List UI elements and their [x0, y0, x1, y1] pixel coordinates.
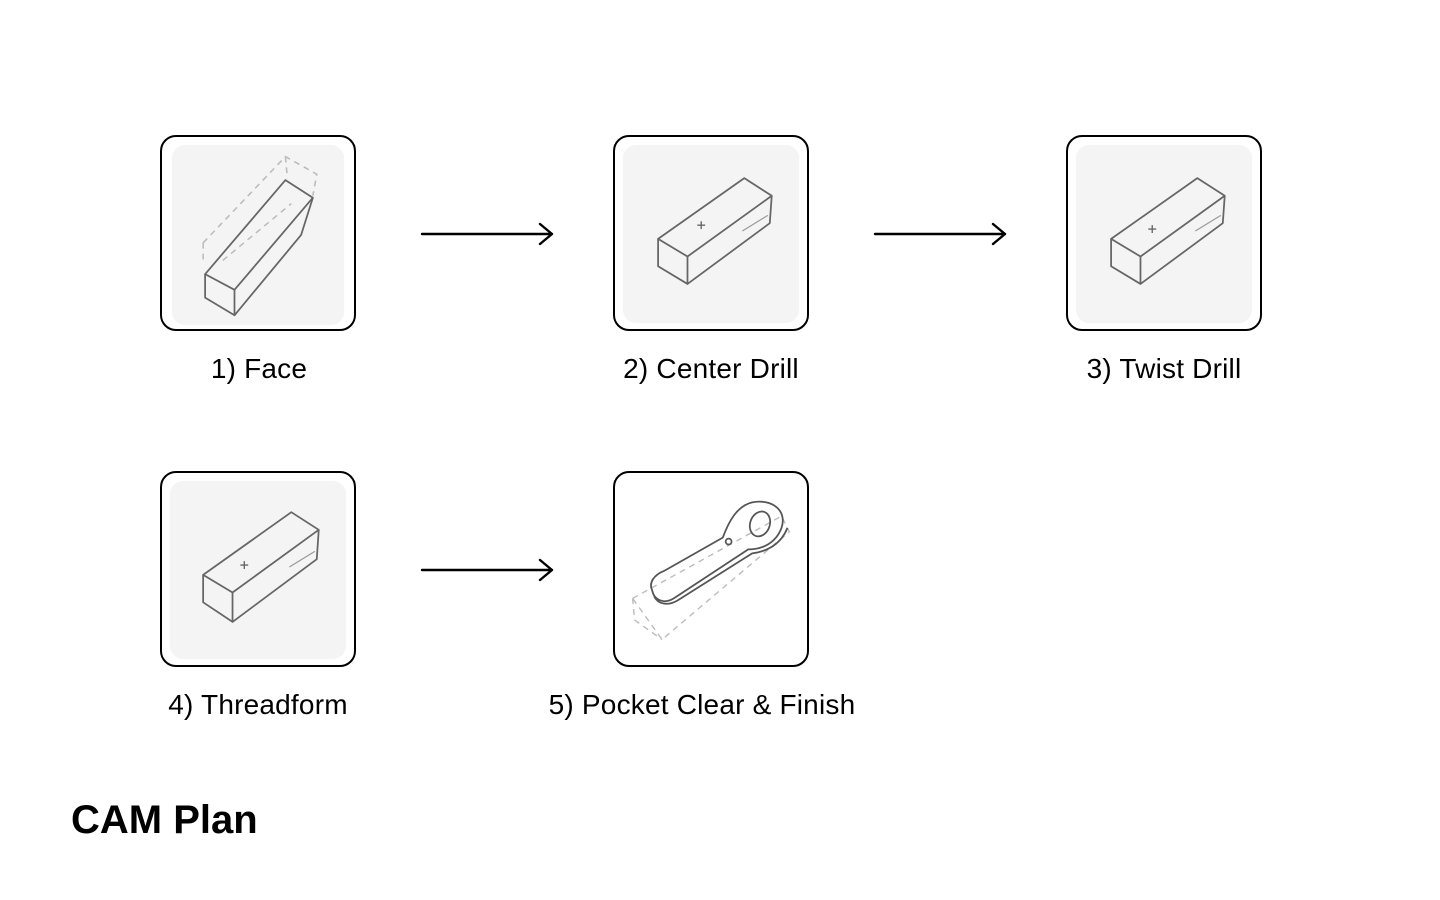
threadformed-block-sketch-icon: [169, 480, 347, 660]
arrow-right-icon: [420, 558, 556, 582]
faced-block-sketch-icon: [171, 144, 345, 326]
step-5-image: [613, 471, 809, 667]
step-4-label: 4) Threadform: [168, 689, 348, 720]
step-2-label: 2) Center Drill: [623, 353, 799, 384]
arrow-right-icon: [420, 222, 556, 246]
step-3-image: [1066, 135, 1262, 331]
twist-drilled-block-sketch-icon: [1075, 144, 1253, 324]
wrench-part-sketch-icon: [631, 500, 791, 641]
step-2-image: [613, 135, 809, 331]
step-1-image: [160, 135, 356, 331]
step-5-label: 5) Pocket Clear & Finish: [548, 689, 856, 720]
step-4-image: [160, 471, 356, 667]
step-3-label: 3) Twist Drill: [1086, 353, 1242, 384]
center-drilled-block-sketch-icon: [622, 144, 800, 324]
arrow-right-icon: [873, 222, 1009, 246]
step-1-label: 1) Face: [210, 353, 308, 384]
page-title: CAM Plan: [71, 798, 258, 842]
